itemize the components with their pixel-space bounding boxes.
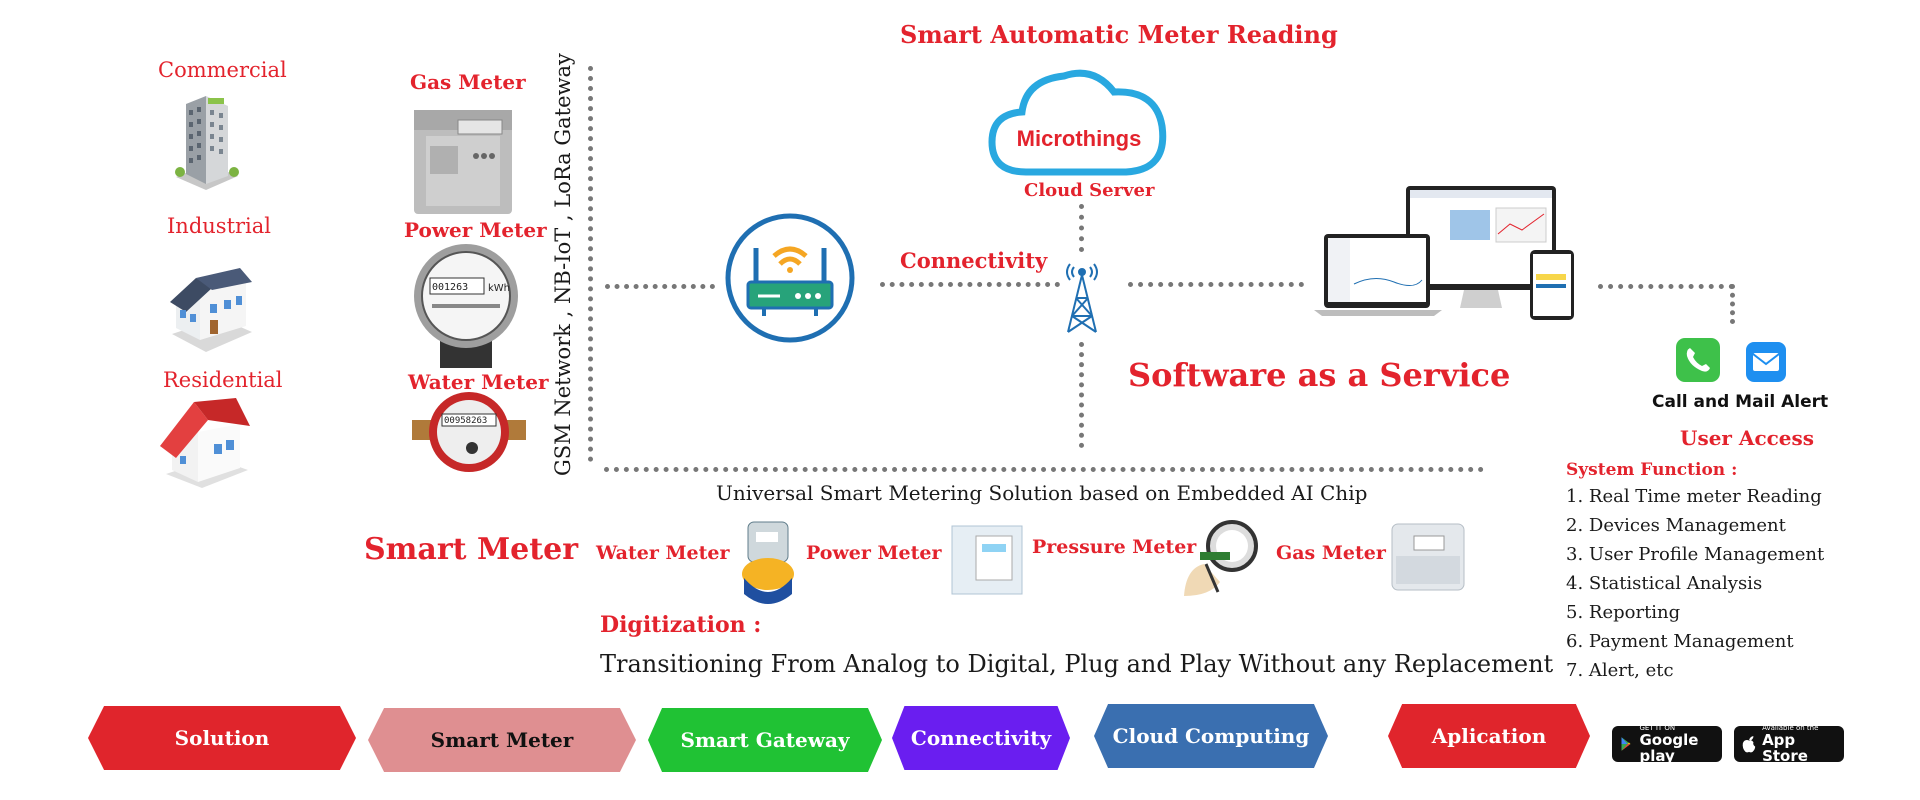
pressure-meter-product-label: Pressure Meter: [1032, 536, 1197, 558]
saas-label: Software as a Service: [1128, 356, 1511, 394]
google-play-small-text: GET IT ON: [1639, 724, 1676, 732]
phone-icon[interactable]: [1676, 338, 1720, 386]
power-meter-label: Power Meter: [404, 218, 547, 242]
google-play-badge[interactable]: GET IT ON Google play: [1612, 724, 1722, 765]
industrial-label: Industrial: [167, 214, 271, 238]
bottom-divider: [604, 467, 1484, 472]
step-aplication[interactable]: Aplication: [1388, 704, 1590, 768]
commercial-label: Commercial: [158, 58, 287, 82]
list-item: 5. Reporting: [1566, 602, 1681, 623]
gas-meter-product-icon: [1384, 516, 1472, 600]
step-label: Aplication: [1431, 724, 1547, 748]
step-label: Connectivity: [910, 726, 1052, 750]
cloud-brand-label: Microthings: [1016, 126, 1142, 151]
list-item: 3. User Profile Management: [1566, 544, 1825, 565]
system-function-title: System Function :: [1566, 460, 1738, 480]
industrial-house-icon: [166, 264, 258, 358]
cloud-server-label: Cloud Server: [1024, 180, 1155, 201]
link-router-to-tower: [880, 282, 1060, 287]
app-store-big-text: App Store: [1762, 731, 1808, 765]
link-tower-to-saas: [1128, 282, 1304, 287]
residential-label: Residential: [163, 368, 283, 392]
router-icon: [724, 212, 856, 348]
app-store-small-text: Available on the: [1762, 724, 1819, 732]
step-label: Cloud Computing: [1112, 724, 1310, 748]
water-meter-product-icon: [734, 518, 800, 610]
apple-icon: [1742, 736, 1756, 753]
residential-house-icon: [158, 398, 254, 492]
step-label: Smart Meter: [430, 728, 574, 752]
connectivity-label: Connectivity: [900, 248, 1048, 273]
gas-meter-product-label: Gas Meter: [1276, 542, 1386, 564]
app-store-badge[interactable]: Available on the App Store: [1734, 724, 1844, 765]
step-solution[interactable]: Solution: [88, 706, 356, 770]
list-item: 2. Devices Management: [1566, 515, 1786, 536]
universal-caption: Universal Smart Metering Solution based …: [716, 481, 1368, 505]
antenna-tower-icon: [1060, 252, 1104, 338]
google-play-big-text: Google play: [1639, 731, 1699, 765]
power-meter-product-label: Power Meter: [806, 542, 942, 564]
system-function-list: 1. Real Time meter Reading 2. Devices Ma…: [1566, 486, 1824, 689]
page-title: Smart Automatic Meter Reading: [900, 20, 1338, 49]
cloud-icon: Microthings: [986, 62, 1172, 180]
link-alert-down: [1730, 284, 1735, 324]
devices-screens-icon: [1314, 184, 1604, 334]
step-smart-meter[interactable]: Smart Meter: [368, 708, 636, 772]
water-meter-display: 00958263: [444, 416, 487, 426]
step-connectivity[interactable]: Connectivity: [892, 706, 1070, 770]
smart-meter-heading: Smart Meter: [364, 532, 578, 567]
call-mail-alert-label: Call and Mail Alert: [1652, 392, 1829, 412]
network-divider: [588, 66, 593, 462]
gas-meter-icon: [410, 106, 516, 222]
list-item: 4. Statistical Analysis: [1566, 573, 1763, 594]
step-label: Solution: [174, 726, 270, 750]
digitization-text: Transitioning From Analog to Digital, Pl…: [600, 650, 1554, 678]
link-saas-to-alert: [1598, 284, 1734, 289]
power-meter-product-icon: [946, 522, 1028, 602]
water-meter-product-label: Water Meter: [596, 542, 730, 564]
step-label: Smart Gateway: [680, 728, 850, 752]
google-play-icon: [1621, 737, 1631, 751]
link-cloud-to-tower: [1079, 204, 1084, 252]
water-meter-icon: 00958263: [410, 388, 528, 482]
step-cloud-computing[interactable]: Cloud Computing: [1094, 704, 1328, 768]
pressure-meter-product-icon: [1180, 512, 1262, 606]
list-item: 6. Payment Management: [1566, 631, 1794, 652]
water-meter-label: Water Meter: [408, 370, 549, 394]
link-to-router: [605, 284, 715, 289]
power-meter-display: 001263: [432, 282, 468, 293]
link-tower-to-bottom: [1079, 342, 1084, 448]
step-smart-gateway[interactable]: Smart Gateway: [648, 708, 882, 772]
power-meter-unit: kWh: [488, 283, 510, 294]
list-item: 7. Alert, etc: [1566, 660, 1674, 681]
gas-meter-label: Gas Meter: [410, 70, 526, 94]
mail-icon[interactable]: [1746, 342, 1786, 386]
user-access-label: User Access: [1680, 426, 1815, 450]
power-meter-icon: 001263 kWh: [410, 236, 522, 374]
list-item: 1. Real Time meter Reading: [1566, 486, 1822, 507]
digitization-title: Digitization :: [600, 612, 762, 638]
commercial-building-icon: [168, 92, 244, 196]
